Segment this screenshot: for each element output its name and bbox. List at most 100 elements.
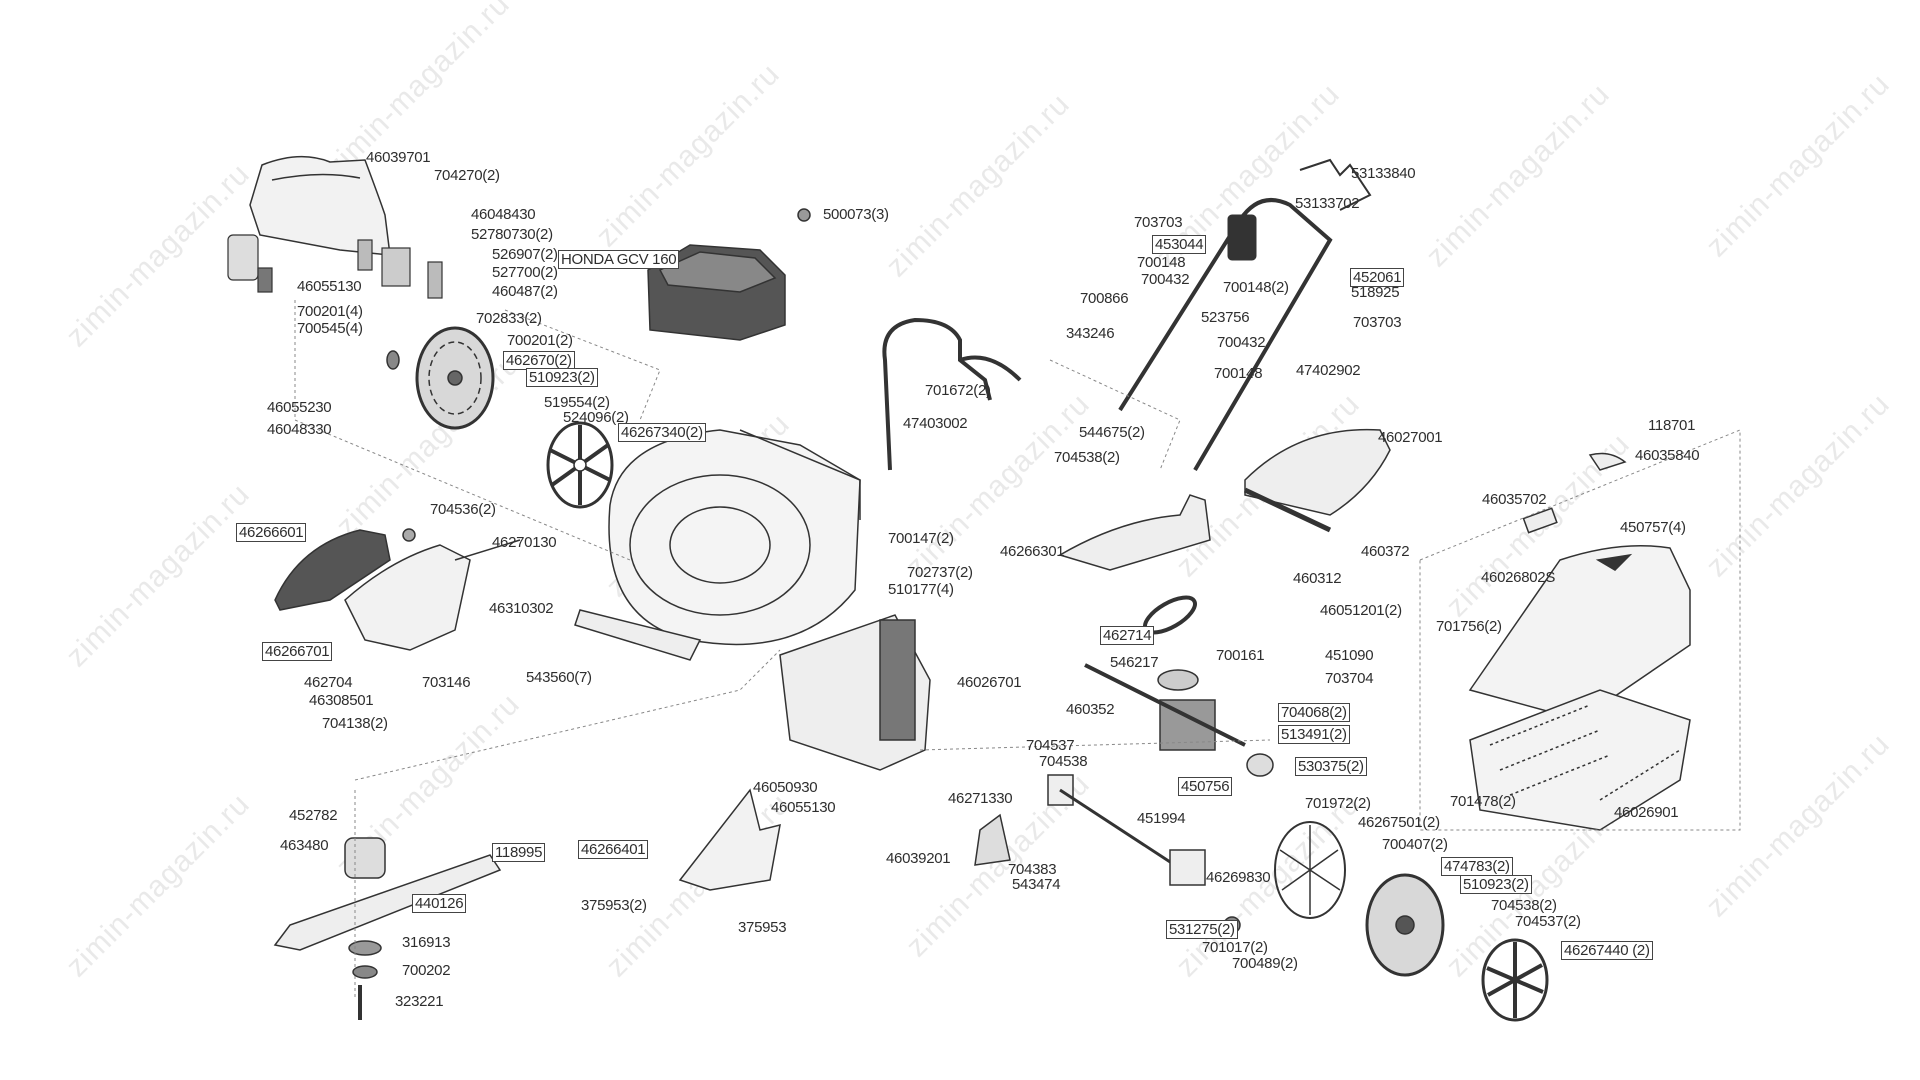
- part-number-label: 518925: [1351, 284, 1400, 301]
- side-brackets: [227, 234, 443, 299]
- side-discharge-part: [274, 528, 521, 651]
- part-number-label: 460312: [1293, 570, 1342, 587]
- part-number-label: 543474: [1012, 876, 1061, 893]
- part-number-label: 46270130: [492, 534, 557, 551]
- mulch-plug-part: [678, 788, 781, 891]
- part-number-label: 46050930: [753, 779, 818, 796]
- part-number-label: 47403002: [903, 415, 968, 432]
- part-number-label: 700147(2): [888, 530, 954, 547]
- part-number-label: 46055130: [771, 799, 836, 816]
- part-number-label: 701756(2): [1436, 618, 1502, 635]
- rear-wheel-right: [1274, 821, 1445, 977]
- handle-base-part: [1058, 494, 1211, 571]
- hubcap-right: [1481, 938, 1549, 1022]
- part-number-label: 451090: [1325, 647, 1374, 664]
- part-number-label: 46039201: [886, 850, 951, 867]
- lower-handle-part: [882, 317, 1022, 471]
- part-number-label: 526907(2): [492, 246, 558, 263]
- part-number-label: 46039701: [366, 149, 431, 166]
- part-number-label: 323221: [395, 993, 444, 1010]
- part-number-label: 46035702: [1482, 491, 1547, 508]
- grass-catcher-part: [1468, 452, 1691, 831]
- part-number-label: 527700(2): [492, 264, 558, 281]
- part-number-label: 700489(2): [1232, 955, 1298, 972]
- part-number-label: 46026701: [957, 674, 1022, 691]
- part-number-label: 544675(2): [1079, 424, 1145, 441]
- part-number-label: 53133702: [1295, 195, 1360, 212]
- part-number-label-boxed: 46266701: [262, 642, 333, 661]
- part-number-label: 460352: [1066, 701, 1115, 718]
- rear-cover-part: [249, 155, 391, 256]
- part-number-label: 451994: [1137, 810, 1186, 827]
- part-number-label: 463480: [280, 837, 329, 854]
- part-number-label: 46035840: [1635, 447, 1700, 464]
- part-number-label-boxed: 510923(2): [1460, 875, 1532, 894]
- part-number-label: 700202: [402, 962, 451, 979]
- part-number-label: 700432: [1141, 271, 1190, 288]
- part-number-label: 704538(2): [1054, 449, 1120, 466]
- part-number-label: 46269830: [1206, 869, 1271, 886]
- part-number-label: 702737(2): [907, 564, 973, 581]
- part-number-label: 316913: [402, 934, 451, 951]
- part-number-label: 523756: [1201, 309, 1250, 326]
- part-number-label: 519554(2): [544, 394, 610, 411]
- part-number-label: 524096(2): [563, 409, 629, 426]
- part-number-label: 702833(2): [476, 310, 542, 327]
- part-number-label: 47402902: [1296, 362, 1361, 379]
- part-number-label: 701017(2): [1202, 939, 1268, 956]
- part-number-label: 546217: [1110, 654, 1159, 671]
- upper-handle-part: [1118, 158, 1372, 472]
- part-number-label: 462704: [304, 674, 353, 691]
- part-number-label: 46051201(2): [1320, 602, 1402, 619]
- engine-part: [647, 208, 811, 341]
- part-number-label-boxed: 452061: [1350, 268, 1405, 287]
- part-number-label-boxed: 46267440 (2): [1561, 941, 1653, 960]
- part-number-label: 700866: [1080, 290, 1129, 307]
- rear-flap-part: [1243, 428, 1391, 533]
- front-wheel-left: [386, 326, 495, 430]
- part-number-label: 703703: [1134, 214, 1183, 231]
- gearbox-part: [1084, 595, 1274, 777]
- part-number-label: 701972(2): [1305, 795, 1371, 812]
- part-number-label: 46027001: [1378, 429, 1443, 446]
- part-number-label-boxed: 462714: [1100, 626, 1155, 645]
- part-number-label: 500073(3): [823, 206, 889, 223]
- rear-axle-part: [974, 774, 1241, 934]
- part-number-label: 52780730(2): [471, 226, 553, 243]
- mower-deck: [574, 429, 861, 661]
- hubcap-left: [546, 421, 614, 509]
- part-number-label: 701672(2): [925, 382, 991, 399]
- part-number-label-boxed: 46267340(2): [618, 423, 706, 442]
- part-number-label: 703703: [1353, 314, 1402, 331]
- part-number-label: 704536(2): [430, 501, 496, 518]
- part-number-label: 46026802S: [1481, 569, 1556, 586]
- part-number-label: 704537(2): [1515, 913, 1581, 930]
- part-number-label-boxed: 704068(2): [1278, 703, 1350, 722]
- part-number-label: 543560(7): [526, 669, 592, 686]
- rear-chute-part: [779, 614, 931, 771]
- part-number-label: 700201(4): [297, 303, 363, 320]
- part-number-label: 343246: [1066, 325, 1115, 342]
- part-number-label: 46266301: [1000, 543, 1065, 560]
- part-number-label-boxed: 450756: [1178, 777, 1233, 796]
- part-number-label: 450757(4): [1620, 519, 1686, 536]
- part-number-label: 704538(2): [1491, 897, 1557, 914]
- part-number-label: 46026901: [1614, 804, 1679, 821]
- part-number-label: 704537: [1026, 737, 1075, 754]
- part-number-label: 46308501: [309, 692, 374, 709]
- part-number-label-boxed: 513491(2): [1278, 725, 1350, 744]
- part-number-label: 46055230: [267, 399, 332, 416]
- part-number-label-boxed: 453044: [1152, 235, 1207, 254]
- part-number-label: 46267501(2): [1358, 814, 1440, 831]
- part-number-label: 704270(2): [434, 167, 500, 184]
- part-number-label: 703146: [422, 674, 471, 691]
- part-number-label-boxed: 530375(2): [1295, 757, 1367, 776]
- part-number-label-boxed: 46266401: [578, 840, 649, 859]
- part-number-label: 46310302: [489, 600, 554, 617]
- part-number-label: 460487(2): [492, 283, 558, 300]
- part-number-label-boxed: 474783(2): [1441, 857, 1513, 876]
- part-number-label: 700432: [1217, 334, 1266, 351]
- blade-assembly: [273, 837, 502, 1020]
- part-number-label: 46048330: [267, 421, 332, 438]
